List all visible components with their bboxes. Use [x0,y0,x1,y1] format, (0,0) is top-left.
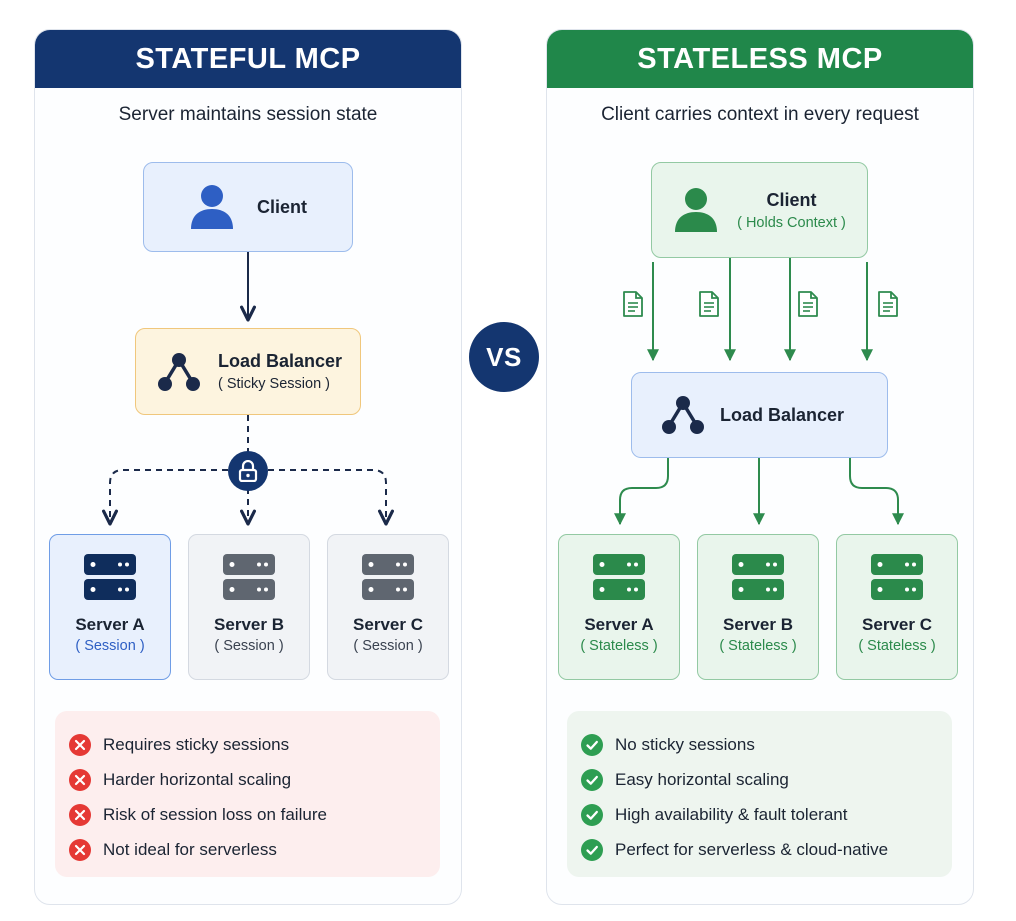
server-c-tag: ( Stateless ) [858,638,936,654]
x-circle-icon [69,803,91,826]
server-c-tag: ( Session ) [353,638,423,654]
stateless-server-a: Server A ( Stateless ) [558,534,680,680]
user-icon [675,188,718,232]
server-icon [593,554,645,600]
pro-text: No sticky sessions [615,734,755,754]
con-text: Risk of session loss on failure [103,804,327,824]
server-icon [223,554,275,600]
server-icon [84,554,136,600]
server-c-name: Server C [353,615,423,634]
stateless-pros-list: No sticky sessions Easy horizontal scali… [567,711,952,877]
check-circle-icon [581,803,603,826]
stateful-lb-label: Load Balancer [218,351,343,371]
server-b-tag: ( Session ) [214,638,284,654]
server-icon [732,554,784,600]
x-circle-icon [69,768,91,791]
stateful-lb-sub: ( Sticky Session ) [218,376,330,392]
pro-text: Perfect for serverless & cloud-native [615,839,889,859]
list-item: Not ideal for serverless [69,832,440,867]
check-circle-icon [581,838,603,861]
stateful-cons-list: Requires sticky sessions Harder horizont… [55,711,440,877]
server-icon [871,554,923,600]
stateful-server-c: Server C ( Session ) [327,534,449,680]
server-a-tag: ( Stateless ) [580,638,658,654]
list-item: Perfect for serverless & cloud-native [581,832,952,867]
con-text: Requires sticky sessions [103,734,290,754]
server-b-name: Server B [214,615,284,634]
pro-text: Easy horizontal scaling [615,769,789,789]
stateless-server-c: Server C ( Stateless ) [836,534,958,680]
server-a-name: Server A [584,615,654,634]
list-item: Easy horizontal scaling [581,762,952,797]
x-circle-icon [69,838,91,861]
server-c-name: Server C [862,615,932,634]
network-icon [158,352,200,391]
list-item: High availability & fault tolerant [581,797,952,832]
list-item: Requires sticky sessions [69,727,440,762]
stateful-subtitle: Server maintains session state [118,104,378,125]
lock-badge [228,451,268,491]
stateful-client-box: Client [143,162,353,252]
user-icon [190,185,233,229]
stateful-load-balancer-box: Load Balancer ( Sticky Session ) [135,328,361,415]
server-a-name: Server A [75,615,145,634]
lock-icon [238,460,258,482]
vs-badge: VS [469,322,539,392]
stateless-load-balancer-box: Load Balancer [631,372,888,458]
list-item: Harder horizontal scaling [69,762,440,797]
server-a-tag: ( Session ) [75,638,145,654]
pro-text: High availability & fault tolerant [615,804,848,824]
con-text: Harder horizontal scaling [103,769,292,789]
server-icon [362,554,414,600]
list-item: Risk of session loss on failure [69,797,440,832]
check-circle-icon [581,733,603,756]
stateless-lb-label: Load Balancer [720,404,845,425]
stateful-client-label: Client [256,196,307,217]
stateless-client-sub: ( Holds Context ) [737,214,846,231]
list-item: No sticky sessions [581,727,952,762]
stateless-subtitle: Client carries context in every request [601,104,919,125]
stateless-client-label: Client [766,189,817,210]
x-circle-icon [69,733,91,756]
con-text: Not ideal for serverless [103,839,277,859]
stateful-title: STATEFUL MCP [35,30,461,88]
network-icon [662,396,704,434]
stateless-title: STATELESS MCP [547,30,973,88]
stateless-client-box: Client ( Holds Context ) [651,162,868,258]
stateful-server-a: Server A ( Session ) [49,534,171,680]
stateless-server-b: Server B ( Stateless ) [697,534,819,680]
server-b-name: Server B [723,615,793,634]
check-circle-icon [581,768,603,791]
server-b-tag: ( Stateless ) [719,638,797,654]
stateful-server-b: Server B ( Session ) [188,534,310,680]
